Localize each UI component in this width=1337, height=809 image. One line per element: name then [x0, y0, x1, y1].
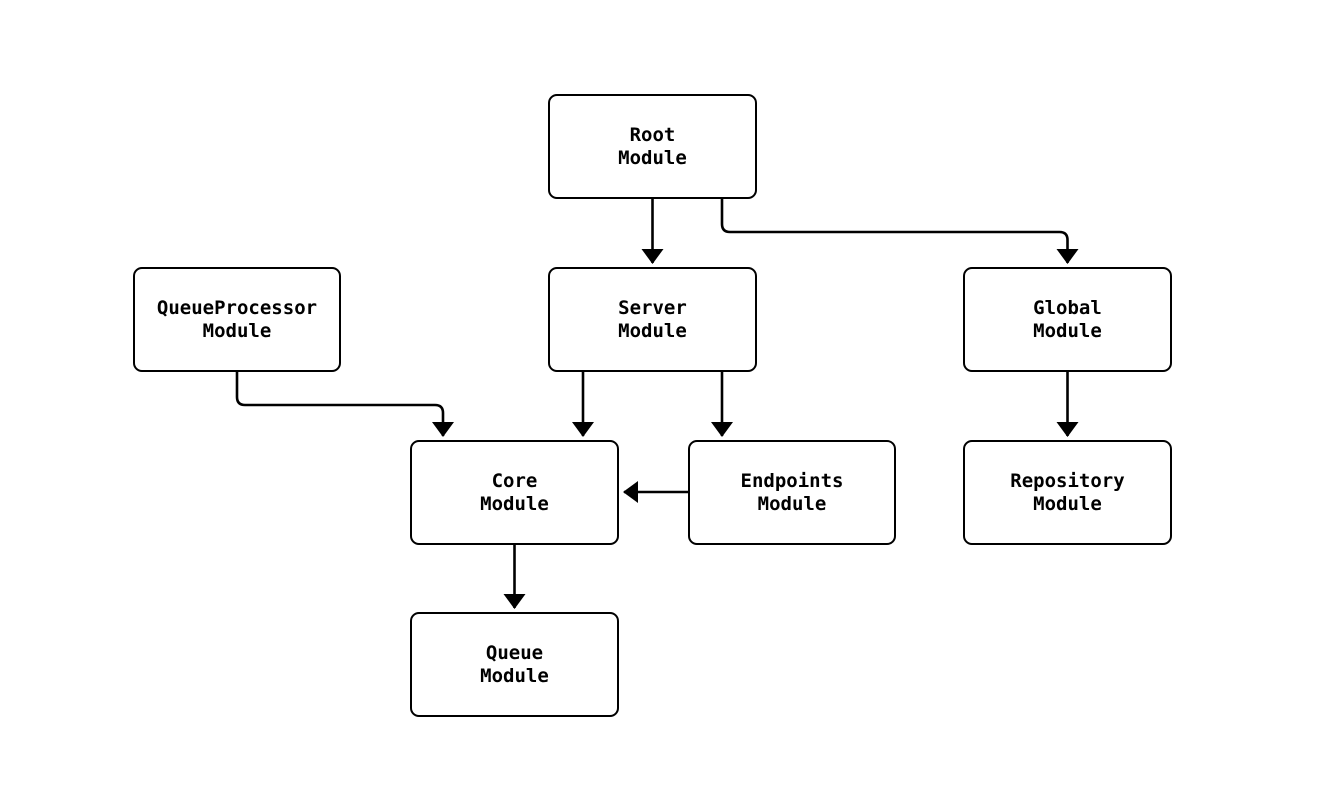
node-label-line: Endpoints [740, 469, 844, 492]
node-server-module: Server Module [548, 267, 757, 372]
node-label-line: Module [480, 492, 549, 515]
node-label-line: Queue [485, 641, 544, 664]
node-label-line: Global [1033, 296, 1102, 319]
node-label-line: Module [1033, 492, 1102, 515]
node-label-line: Module [1033, 319, 1102, 342]
node-endpoints-module: Endpoints Module [688, 440, 896, 545]
node-root-module: Root Module [548, 94, 757, 199]
node-label-line: Module [757, 492, 827, 515]
node-core-module: Core Module [410, 440, 619, 545]
node-global-module: Global Module [963, 267, 1172, 372]
node-label-line: Module [480, 664, 549, 687]
node-queueprocessor-module: QueueProcessor Module [133, 267, 341, 372]
node-label-line: QueueProcessor [156, 296, 318, 319]
node-label-line: Module [202, 319, 272, 342]
node-label-line: Root [629, 123, 676, 146]
node-label-line: Repository [1010, 469, 1125, 492]
edge-root-to-global [720, 199, 1079, 264]
node-label-line: Module [618, 319, 687, 342]
node-repository-module: Repository Module [963, 440, 1172, 545]
node-queue-module: Queue Module [410, 612, 619, 717]
node-label-line: Core [491, 469, 538, 492]
edge-queueprocessor-to-core [235, 372, 454, 437]
node-label-line: Server [618, 296, 687, 319]
node-label-line: Module [618, 146, 687, 169]
